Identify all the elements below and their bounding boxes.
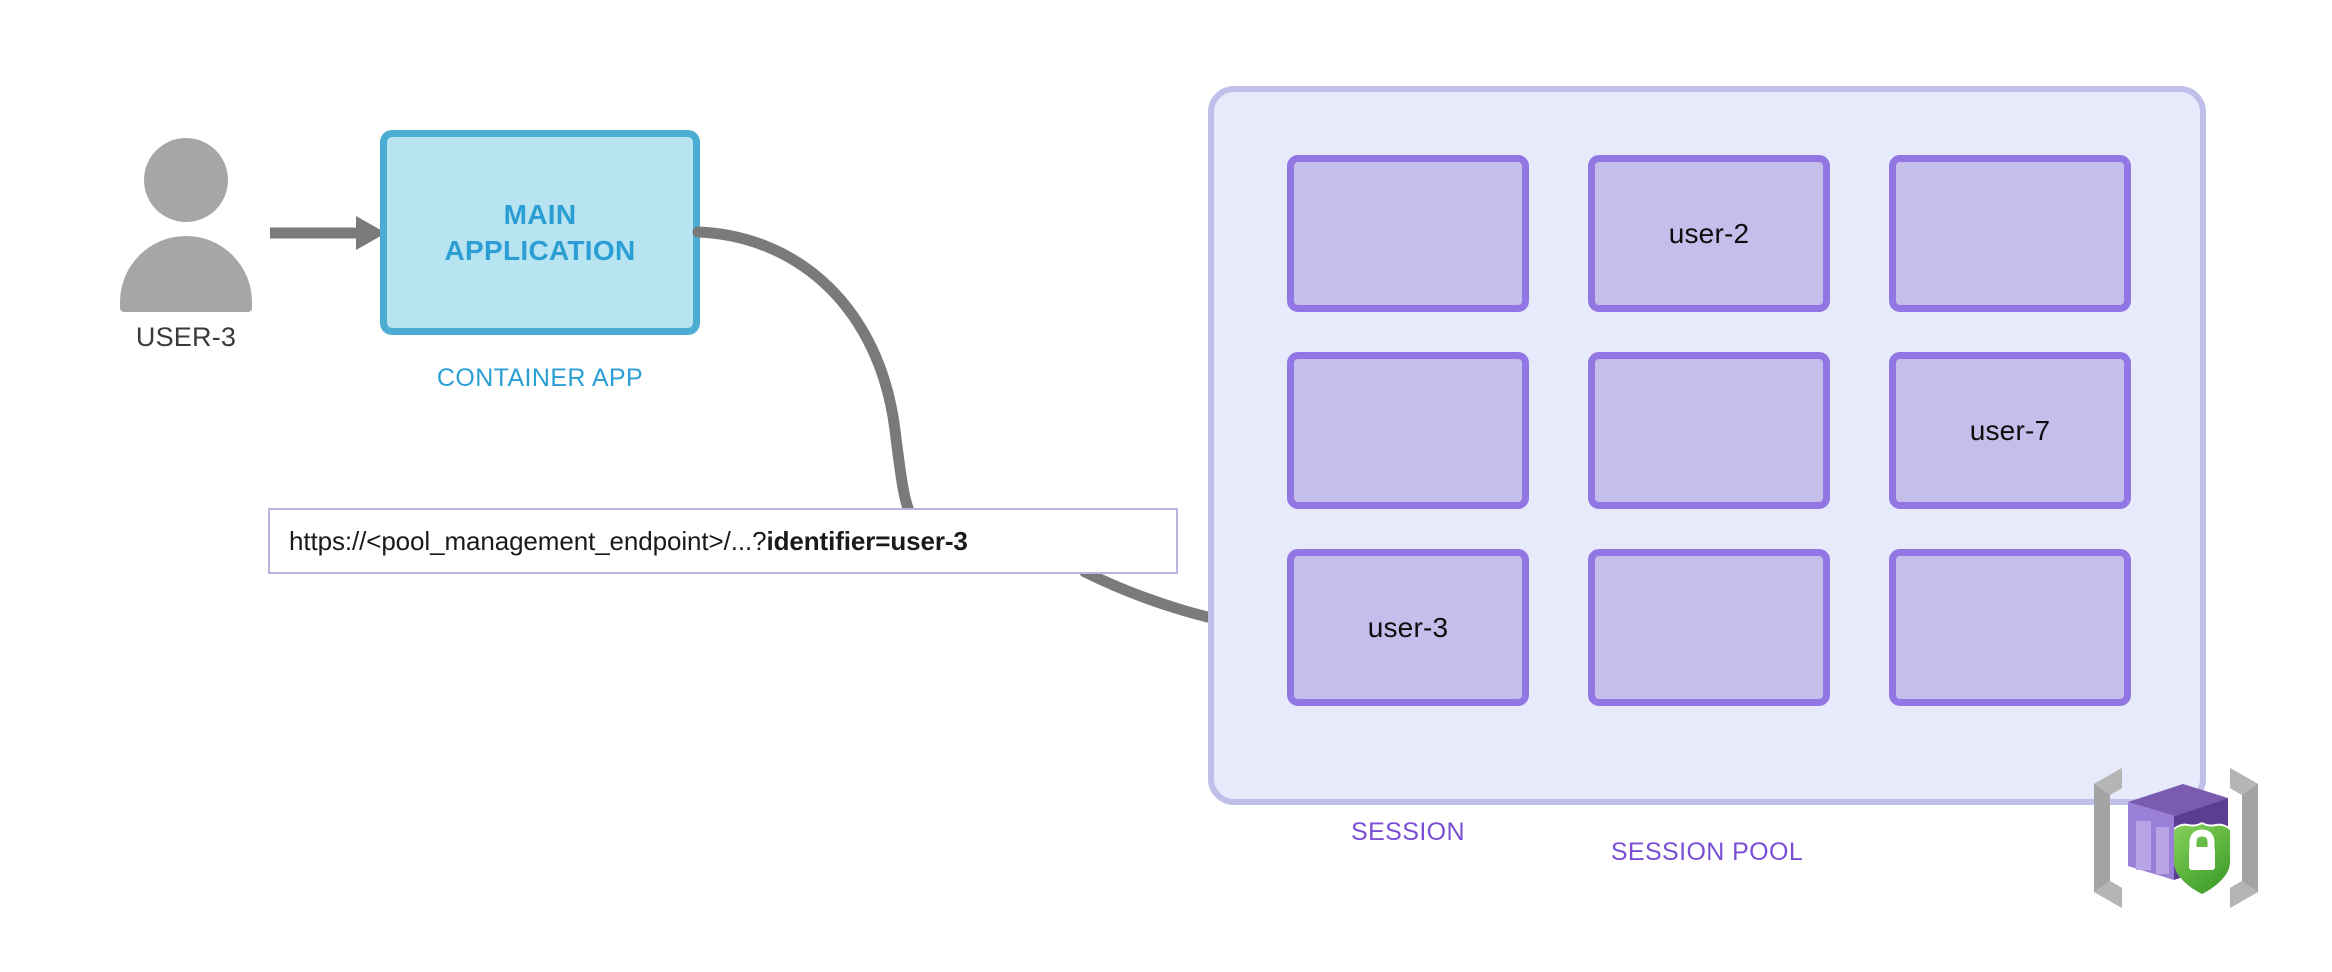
url-callout-text: https://<pool_management_endpoint>/...?i… bbox=[289, 526, 968, 557]
user-actor: USER-3 bbox=[105, 130, 265, 352]
session-card-label: user-2 bbox=[1668, 217, 1750, 249]
person-head-icon bbox=[144, 138, 228, 222]
session-caption: SESSION bbox=[1351, 818, 1465, 846]
main-application-box[interactable]: MAIN APPLICATION bbox=[380, 130, 700, 335]
session-card-empty[interactable] bbox=[1287, 352, 1529, 509]
session-card-empty[interactable] bbox=[1287, 155, 1529, 312]
person-icon bbox=[105, 130, 265, 340]
session-grid: user-2 user-7 user-3 bbox=[1287, 155, 2132, 709]
session-card-empty[interactable] bbox=[1588, 549, 1830, 706]
user-actor-label: USER-3 bbox=[135, 322, 237, 352]
dynamic-sessions-icon bbox=[2094, 768, 2258, 908]
session-pool-container: user-2 user-7 user-3 SESSION bbox=[1208, 86, 2206, 846]
session-card-empty[interactable] bbox=[1889, 549, 2131, 706]
session-card-user-3[interactable]: user-3 bbox=[1287, 549, 1529, 706]
url-callout-box: https://<pool_management_endpoint>/...?i… bbox=[268, 508, 1178, 574]
person-body-icon bbox=[120, 236, 252, 312]
container-app-caption: CONTAINER APP bbox=[436, 364, 644, 392]
session-card-label: user-7 bbox=[1969, 414, 2051, 446]
session-card-label: user-3 bbox=[1367, 611, 1449, 643]
url-query: identifier=user-3 bbox=[766, 525, 968, 556]
session-card-user-2[interactable]: user-2 bbox=[1588, 155, 1830, 312]
session-card-user-7[interactable]: user-7 bbox=[1889, 352, 2131, 509]
url-prefix: https://<pool_management_endpoint>/...? bbox=[289, 525, 767, 556]
arrow-right-icon bbox=[270, 216, 386, 250]
session-pool-caption: SESSION POOL bbox=[1610, 838, 1804, 866]
main-application-title: MAIN APPLICATION bbox=[444, 198, 636, 266]
session-card-empty[interactable] bbox=[1588, 352, 1830, 509]
session-card-empty[interactable] bbox=[1889, 155, 2131, 312]
